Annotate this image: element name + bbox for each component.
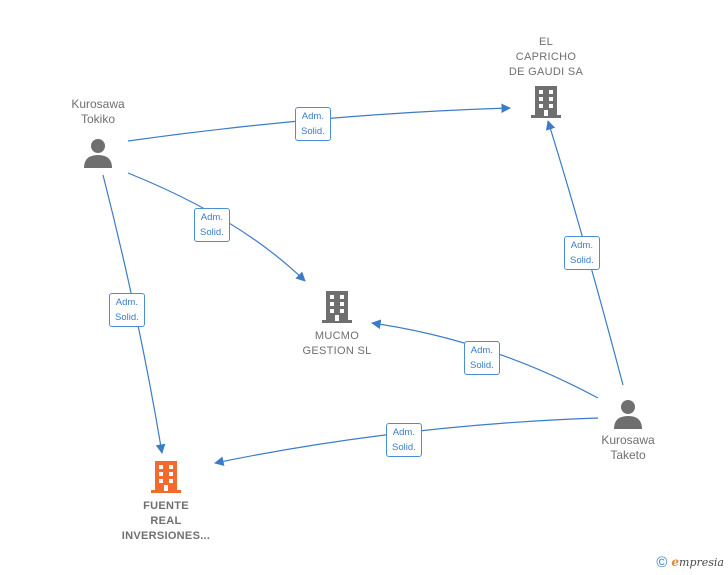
edge-label-taketo-capricho: Adm. Solid. — [564, 236, 600, 270]
node-label: Kurosawa Tokiko — [71, 97, 125, 126]
edge-label-tokiko-mucmo: Adm. Solid. — [194, 208, 230, 242]
copyright-icon: © — [656, 554, 668, 571]
brand-initial: e — [671, 555, 680, 569]
node-label: MUCMO GESTION SL — [302, 330, 372, 357]
edge-label-tokiko-fuente: Adm. Solid. — [109, 293, 145, 327]
node-label: EL CAPRICHO DE GAUDI SA — [508, 36, 584, 78]
building-icon — [322, 291, 352, 323]
node-fuente-real-inversiones[interactable]: FUENTE REAL INVERSIONES... — [106, 460, 226, 544]
edge-label-taketo-fuente: Adm. Solid. — [386, 423, 422, 457]
node-mucmo-gestion-sl[interactable]: MUCMO GESTION SL — [287, 290, 387, 359]
edge-label-tokiko-capricho: Adm. Solid. — [295, 107, 331, 141]
node-kurosawa-taketo[interactable]: Kurosawa Taketo — [585, 398, 671, 463]
node-el-capricho-de-gaudi-sa[interactable]: EL CAPRICHO DE GAUDI SA — [496, 35, 596, 119]
node-label: Kurosawa Taketo — [601, 433, 655, 462]
node-label: FUENTE REAL INVERSIONES... — [121, 500, 211, 542]
building-icon — [151, 461, 181, 493]
person-icon — [614, 400, 642, 429]
node-kurosawa-tokiko[interactable]: Kurosawa Tokiko — [55, 97, 141, 169]
building-icon — [531, 86, 561, 118]
person-icon — [84, 139, 112, 168]
empresia-watermark: ©empresia — [656, 554, 724, 571]
brand-name: mpresia — [679, 556, 724, 569]
edge-label-taketo-mucmo: Adm. Solid. — [464, 341, 500, 375]
